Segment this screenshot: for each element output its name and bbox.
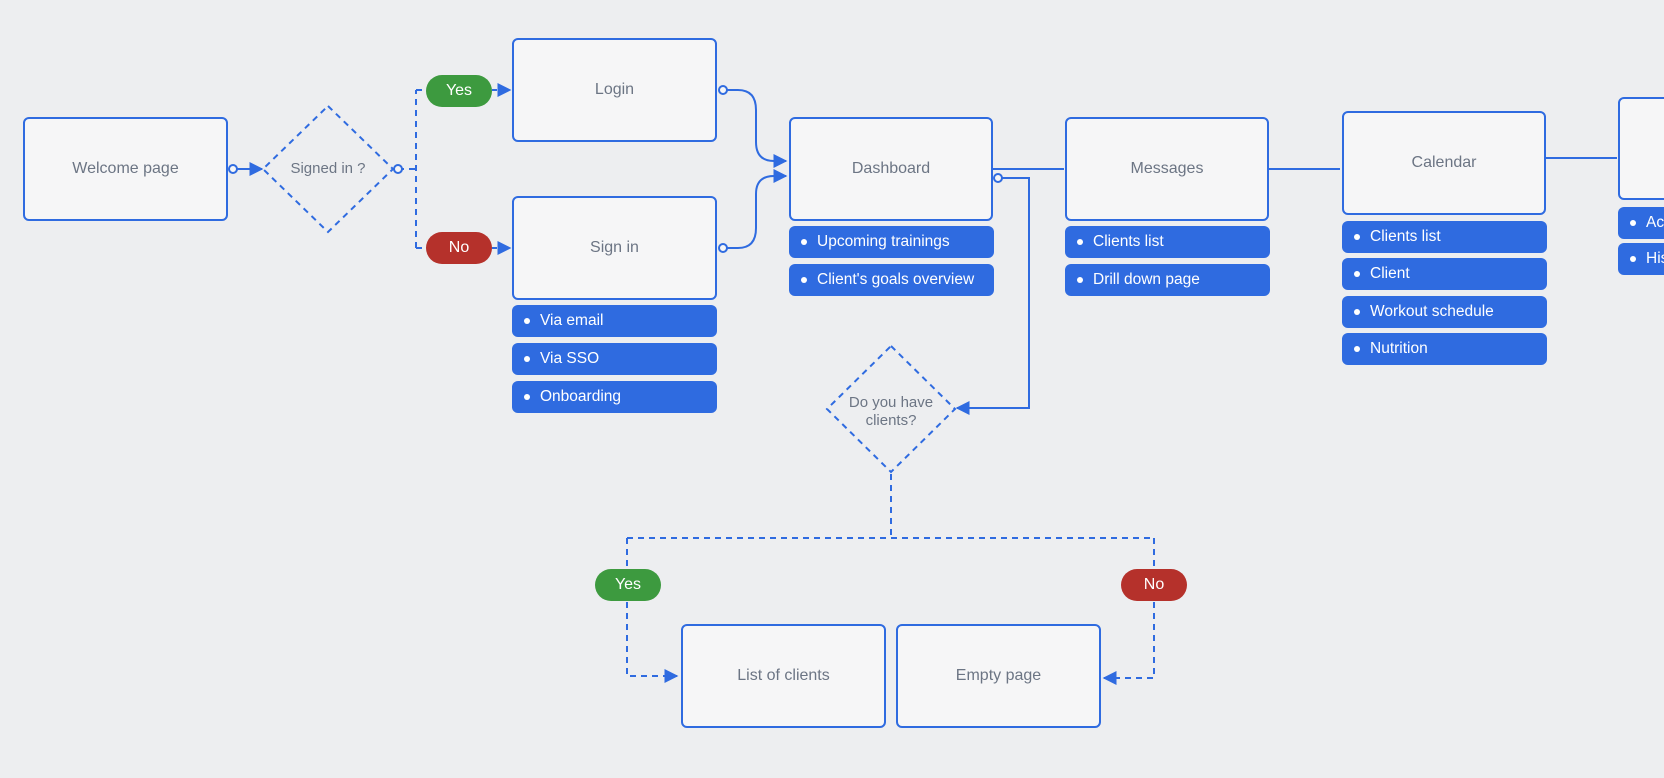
branch-yes-login: Yes — [426, 75, 492, 107]
tag-cutoff-2: His — [1618, 243, 1664, 275]
port-signed-in — [393, 164, 403, 174]
tag-label: Clients list — [1370, 228, 1441, 245]
bullet-icon — [1630, 220, 1636, 226]
tag-cutoff-1: Ac — [1618, 207, 1664, 239]
port-signin — [718, 243, 728, 253]
port-welcome — [228, 164, 238, 174]
node-calendar[interactable]: Calendar — [1342, 111, 1546, 215]
node-welcome-page-label: Welcome page — [72, 160, 179, 177]
bullet-icon — [1354, 271, 1360, 277]
tag-label: Client's goals overview — [817, 271, 975, 288]
tag-label: Onboarding — [540, 388, 622, 405]
node-empty-page[interactable]: Empty page — [896, 624, 1101, 728]
node-empty-page-label: Empty page — [955, 667, 1042, 684]
bullet-icon — [801, 239, 807, 245]
tag-drill-down-page: Drill down page — [1065, 264, 1270, 296]
tag-label: Drill down page — [1093, 271, 1200, 288]
tag-onboarding: Onboarding — [512, 381, 717, 413]
tag-clients-goals-overview: Client's goals overview — [789, 264, 994, 296]
branch-yes-clients: Yes — [595, 569, 661, 601]
node-list-of-clients-label: List of clients — [737, 667, 830, 684]
branch-no-clients: No — [1121, 569, 1187, 601]
node-login-label: Login — [594, 81, 635, 98]
tag-via-sso: Via SSO — [512, 343, 717, 375]
connector-yes-to-list — [626, 602, 679, 683]
node-cutoff[interactable] — [1618, 97, 1664, 200]
bullet-icon — [524, 356, 530, 362]
tag-label: Nutrition — [1370, 340, 1428, 357]
node-login[interactable]: Login — [512, 38, 717, 142]
node-welcome-page[interactable]: Welcome page — [23, 117, 228, 221]
connector-signin-to-dashboard — [723, 169, 788, 249]
tag-label: Workout schedule — [1370, 303, 1494, 320]
bullet-icon — [1354, 309, 1360, 315]
tag-label: Ac — [1646, 214, 1664, 231]
node-list-of-clients[interactable]: List of clients — [681, 624, 886, 728]
decision-signed-in-shape — [261, 104, 395, 234]
decision-have-clients-line2: clients? — [865, 412, 917, 429]
tag-calendar-client: Client — [1342, 258, 1547, 290]
node-calendar-label: Calendar — [1411, 154, 1477, 171]
tag-label: Via email — [540, 312, 604, 329]
bullet-icon — [524, 318, 530, 324]
tag-label: His — [1646, 250, 1664, 267]
tag-label: Via SSO — [540, 350, 600, 367]
node-sign-in-label: Sign in — [590, 239, 639, 256]
port-login — [718, 85, 728, 95]
bullet-icon — [1077, 239, 1083, 245]
tag-label: Client — [1370, 265, 1410, 282]
tag-label: Clients list — [1093, 233, 1164, 250]
bullet-icon — [1630, 256, 1636, 262]
node-messages[interactable]: Messages — [1065, 117, 1269, 221]
connector-dashboard-to-decision — [955, 177, 1030, 415]
branch-no-signin: No — [426, 232, 492, 264]
tag-label: Upcoming trainings — [817, 233, 950, 250]
bullet-icon — [524, 394, 530, 400]
node-sign-in[interactable]: Sign in — [512, 196, 717, 300]
tag-via-email: Via email — [512, 305, 717, 337]
tag-workout-schedule: Workout schedule — [1342, 296, 1547, 328]
decision-have-clients-line1: Do you have — [848, 394, 934, 411]
node-messages-label: Messages — [1130, 160, 1204, 177]
connector-login-to-dashboard — [723, 89, 788, 168]
node-dashboard[interactable]: Dashboard — [789, 117, 993, 221]
bullet-icon — [1077, 277, 1083, 283]
tag-messages-clients-list: Clients list — [1065, 226, 1270, 258]
tag-upcoming-trainings: Upcoming trainings — [789, 226, 994, 258]
connector-no-to-empty — [1102, 602, 1155, 685]
bullet-icon — [1354, 346, 1360, 352]
decision-have-clients-shape — [825, 344, 957, 474]
bullet-icon — [801, 277, 807, 283]
port-dashboard — [993, 173, 1003, 183]
tag-nutrition: Nutrition — [1342, 333, 1547, 365]
bullet-icon — [1354, 234, 1360, 240]
decision-have-clients-label: Do you have clients? — [836, 394, 946, 430]
decision-signed-in-label: Signed in ? — [290, 160, 366, 177]
node-dashboard-label: Dashboard — [851, 160, 931, 177]
tag-calendar-clients-list: Clients list — [1342, 221, 1547, 253]
